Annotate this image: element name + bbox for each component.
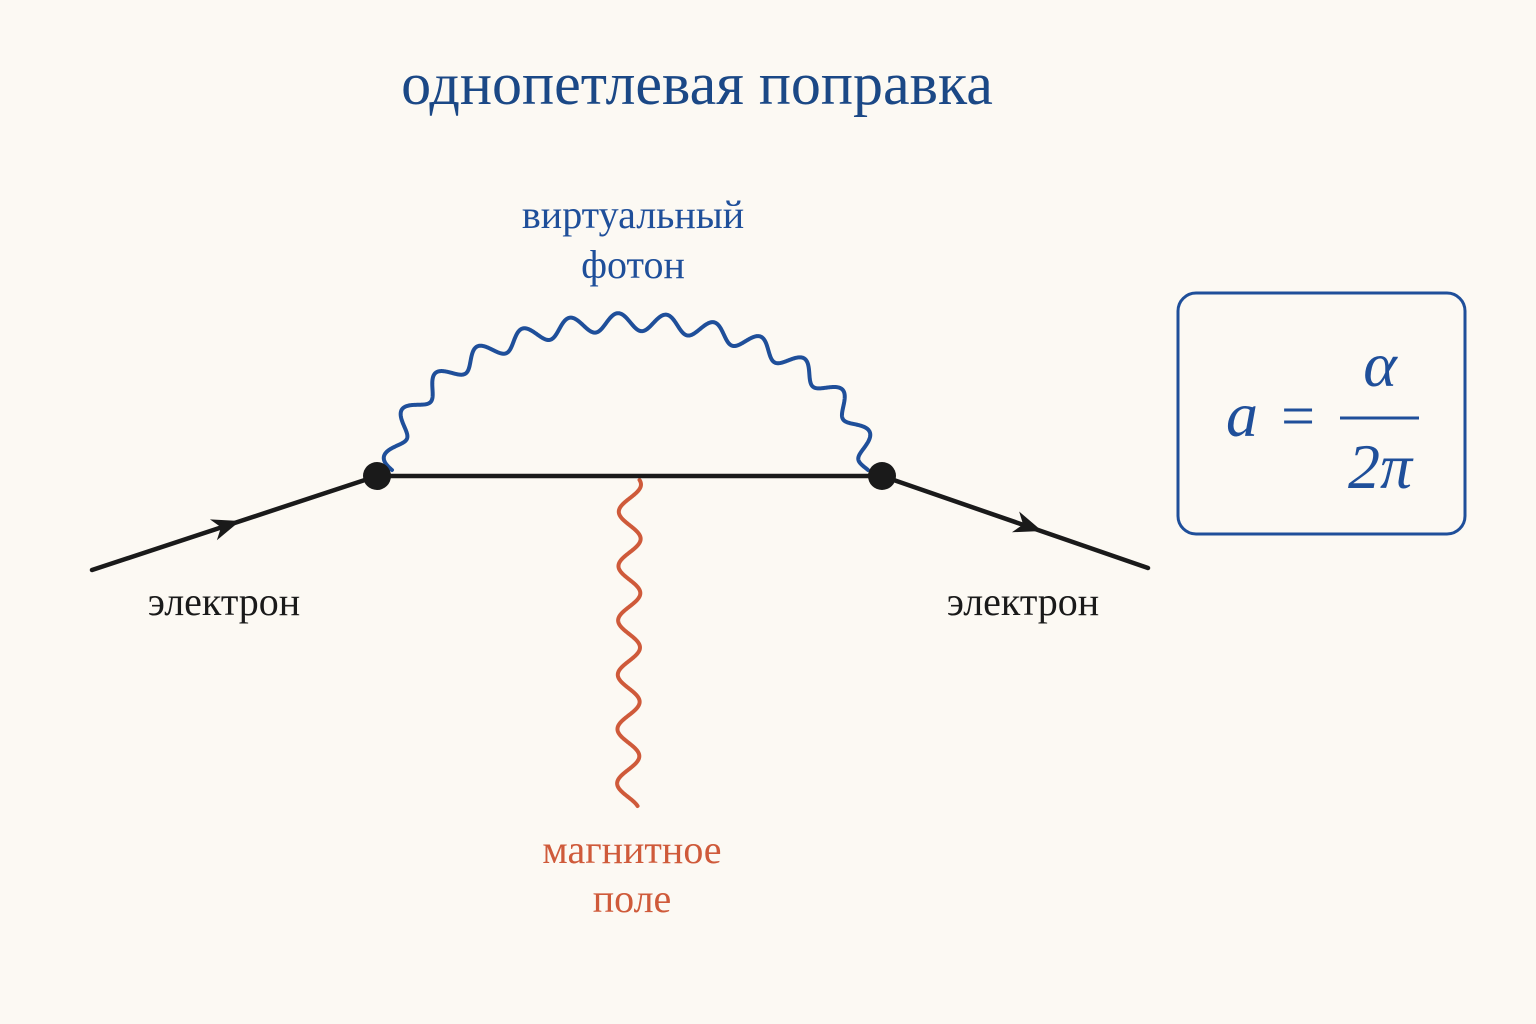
virtual-photon-line xyxy=(381,311,873,472)
incoming-electron-arrow-icon xyxy=(209,519,240,541)
formula-numerator: α xyxy=(1363,329,1398,400)
virtual-photon-label-line-1: виртуальный xyxy=(522,192,744,237)
formula-equals: = xyxy=(1281,383,1315,449)
electron-out-label: электрон xyxy=(947,579,1099,624)
magnetic-field-label-line-2: поле xyxy=(593,876,672,921)
left-vertex xyxy=(363,462,391,490)
right-vertex xyxy=(868,462,896,490)
formula-frame xyxy=(1176,291,1467,536)
outgoing-electron-line xyxy=(879,473,1151,571)
outgoing-electron-arrow-icon xyxy=(1011,511,1042,533)
formula-denominator: 2π xyxy=(1348,431,1414,502)
magnetic-field-line xyxy=(615,478,643,808)
diagram-title: однопетлевая поправка xyxy=(401,51,993,117)
virtual-photon-label-line-2: фотон xyxy=(581,242,685,287)
formula-box: a = α 2π xyxy=(1176,291,1467,536)
electron-in-label: электрон xyxy=(148,579,300,624)
formula-lhs: a xyxy=(1226,379,1258,450)
magnetic-field-label-line-1: магнитное xyxy=(542,827,721,872)
